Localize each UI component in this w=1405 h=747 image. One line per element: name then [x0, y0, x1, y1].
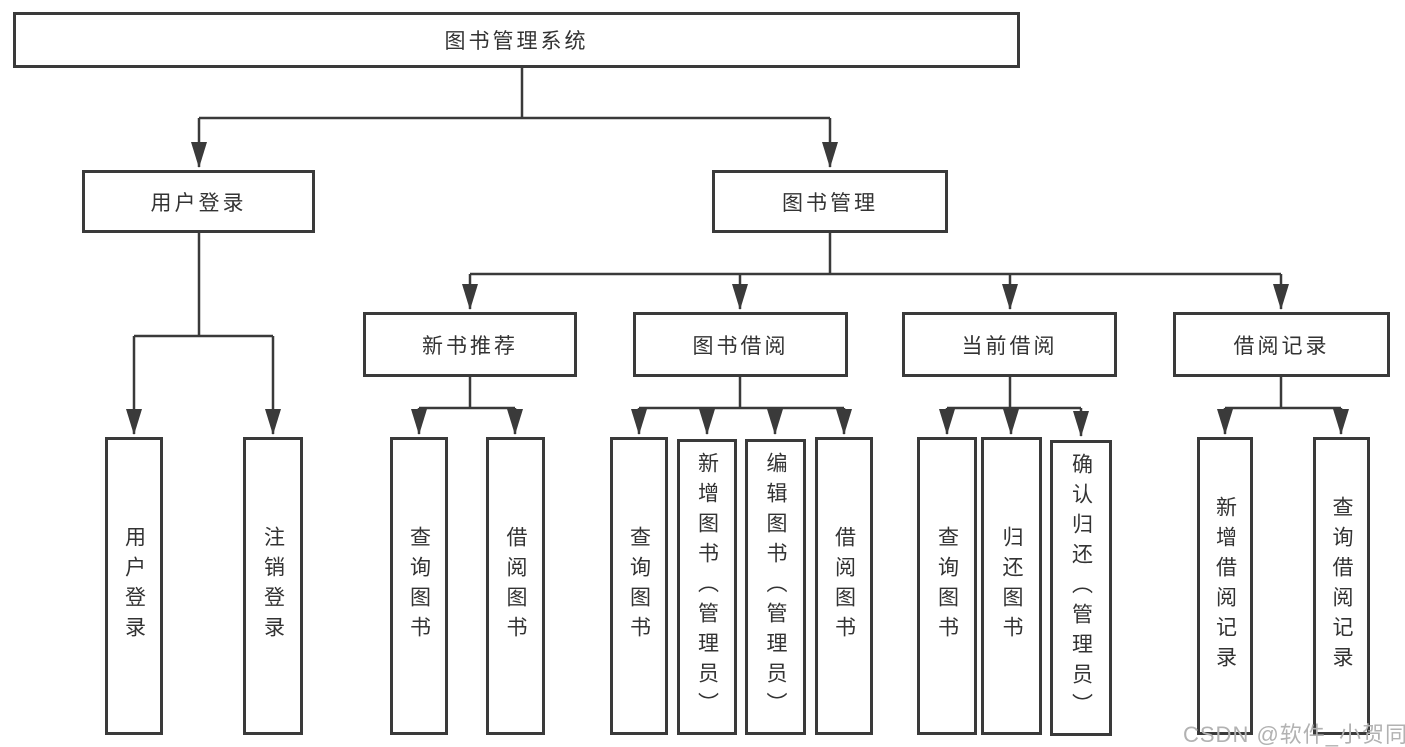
node-label: 查询借阅记录	[1330, 496, 1353, 676]
node-label: 借阅记录	[1233, 334, 1330, 358]
node-add-borrow-record: 新增借阅记录	[1197, 437, 1253, 735]
node-book-borrowing: 图书借阅	[633, 312, 848, 377]
connector-trunks	[134, 66, 1341, 410]
node-confirm-return-admin: 确认归还（管理员）	[1050, 440, 1112, 736]
node-logout: 注销登录	[243, 437, 303, 735]
node-label: 查询图书	[627, 526, 651, 646]
node-borrow-books-1: 借阅图书	[486, 437, 545, 735]
node-label: 查询图书	[407, 526, 431, 646]
node-query-borrow-record: 查询借阅记录	[1313, 437, 1370, 735]
connector-arrows	[126, 118, 1349, 437]
node-borrow-books-2: 借阅图书	[815, 437, 873, 735]
node-label: 借阅图书	[832, 526, 856, 646]
node-label: 图书借阅	[692, 334, 789, 358]
node-edit-books-admin: 编辑图书（管理员）	[745, 439, 806, 735]
node-label: 图书管理系统	[444, 30, 589, 53]
csdn-watermark: CSDN @软件_小贺同学	[1183, 722, 1405, 747]
node-new-book-recommendation: 新书推荐	[363, 312, 577, 377]
node-label: 查询图书	[935, 526, 959, 646]
node-label: 新增图书（管理员）	[695, 452, 719, 722]
node-label: 新增借阅记录	[1213, 496, 1237, 676]
node-user-login: 用户登录	[82, 170, 315, 233]
node-borrowing-records: 借阅记录	[1173, 312, 1390, 377]
node-label: 用户登录	[122, 526, 146, 646]
node-query-books-3: 查询图书	[917, 437, 977, 735]
node-label: 新书推荐	[422, 334, 518, 358]
node-query-books-1: 查询图书	[390, 437, 448, 735]
node-label: 借阅图书	[504, 526, 527, 646]
node-label: 确认归还（管理员）	[1069, 453, 1093, 723]
node-label: 编辑图书（管理员）	[764, 452, 787, 722]
node-label: 用户登录	[150, 191, 247, 215]
node-return-books: 归还图书	[981, 437, 1042, 735]
node-label: 归还图书	[1000, 526, 1023, 646]
node-add-books-admin: 新增图书（管理员）	[677, 439, 737, 735]
node-library-management-system: 图书管理系统	[13, 12, 1020, 68]
node-book-management: 图书管理	[712, 170, 948, 233]
node-user-login-leaf: 用户登录	[105, 437, 163, 735]
node-query-books-2: 查询图书	[610, 437, 668, 735]
node-label: 当前借阅	[961, 334, 1058, 358]
node-current-borrowing: 当前借阅	[902, 312, 1117, 377]
node-label: 注销登录	[261, 526, 285, 646]
node-label: 图书管理	[782, 191, 878, 215]
